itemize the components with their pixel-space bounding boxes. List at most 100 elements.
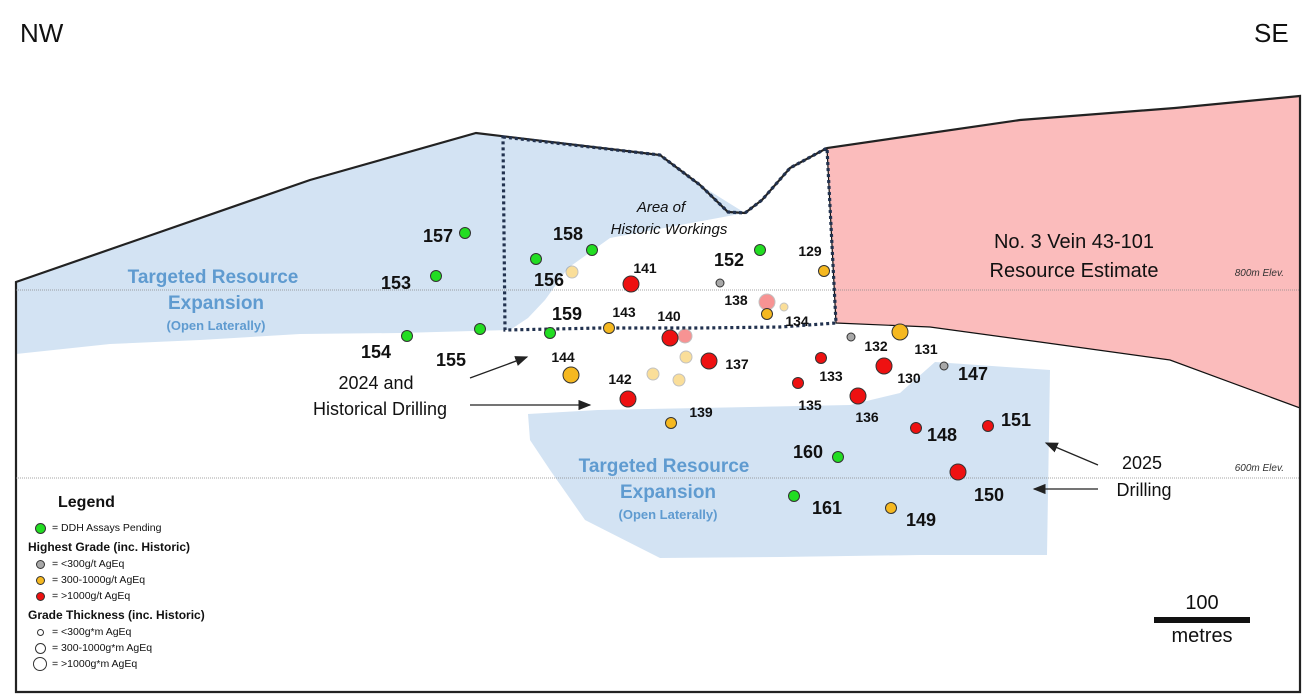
drill-hole-label: 149	[906, 510, 936, 530]
faint-point	[758, 293, 776, 311]
drill-hole-label: 156	[534, 270, 564, 290]
legend-thickness-medium-symbol	[32, 642, 48, 654]
drilling-2025-line1: 2025	[1122, 453, 1162, 473]
faint-point	[565, 265, 579, 279]
drill-hole-marker	[846, 332, 856, 342]
drill-hole-150: 150	[949, 463, 1004, 505]
drill-hole-149: 149	[885, 502, 936, 530]
drill-hole-130: 130	[875, 357, 921, 386]
scale-unit: metres	[1171, 625, 1233, 647]
drill-hole-131: 131	[891, 323, 938, 357]
drill-hole-marker	[700, 352, 718, 370]
drill-hole-142: 142	[608, 371, 637, 408]
legend-thickness-row: = >1000g*m AgEq	[32, 656, 268, 672]
drill-hole-marker	[910, 422, 922, 434]
expansion-lower-line3: (Open Laterally)	[619, 507, 718, 522]
drill-hole-marker	[459, 227, 471, 239]
legend-grade-row: = >1000g/t AgEq	[32, 588, 268, 604]
drill-hole-label: 143	[612, 304, 636, 320]
drill-hole-159: 159	[544, 304, 582, 339]
drill-hole-label: 160	[793, 442, 823, 462]
drill-hole-label: 139	[689, 404, 713, 420]
drill-hole-label: 135	[798, 397, 822, 413]
drill-hole-label: 157	[423, 226, 453, 246]
legend-grade-mid-symbol	[32, 575, 48, 585]
drill-hole-marker	[622, 275, 640, 293]
drill-hole-label: 136	[855, 409, 879, 425]
expansion-lower-line2: Expansion	[620, 482, 716, 503]
drill-hole-label: 152	[714, 250, 744, 270]
drill-hole-marker	[474, 323, 486, 335]
drill-hole-label: 154	[361, 342, 391, 362]
drill-hole-label: 141	[633, 260, 657, 276]
legend-grade-high-symbol	[32, 591, 48, 601]
drill-hole-156: 156	[530, 253, 564, 290]
drill-hole-label: 161	[812, 498, 842, 518]
drill-hole-label: 151	[1001, 410, 1031, 430]
historic-faint-points	[565, 265, 789, 387]
legend-pending-symbol	[32, 522, 48, 534]
drill-hole-148: 148	[910, 422, 957, 445]
expansion-upper-line2: Expansion	[168, 293, 264, 314]
faint-point	[679, 350, 693, 364]
expansion-zone-lower	[528, 362, 1050, 558]
drilling-2025-line2: Drilling	[1116, 480, 1171, 500]
legend-thickness-small-label: = <300g*m AgEq	[52, 626, 132, 638]
drill-hole-133: 133	[815, 352, 843, 384]
legend-grade-low-label: = <300g/t AgEq	[52, 558, 125, 570]
drill-hole-marker	[430, 270, 442, 282]
drill-hole-marker	[401, 330, 413, 342]
drill-hole-marker	[530, 253, 542, 265]
drill-hole-marker	[586, 244, 598, 256]
drilling-2024-line1: 2024 and	[338, 373, 413, 393]
drill-hole-marker	[792, 377, 804, 389]
drill-hole-marker	[875, 357, 893, 375]
drill-hole-160: 160	[793, 442, 844, 463]
historic-workings-boundary	[501, 135, 838, 332]
drill-hole-138: 138	[715, 278, 748, 308]
elevation-label-600: 600m Elev.	[1235, 463, 1284, 474]
drill-hole-label: 144	[551, 349, 575, 365]
drill-hole-label: 150	[974, 485, 1004, 505]
drill-hole-marker	[818, 265, 830, 277]
legend-thickness-small-symbol	[32, 628, 48, 636]
legend-grade-mid-label: = 300-1000g/t AgEq	[52, 574, 146, 586]
drill-hole-132: 132	[846, 332, 888, 354]
drill-hole-135: 135	[792, 377, 822, 413]
legend-thickness-row: = <300g*m AgEq	[32, 624, 268, 640]
drill-hole-161: 161	[788, 490, 842, 518]
legend-grade-high-label: = >1000g/t AgEq	[52, 590, 131, 602]
drill-hole-marker	[544, 327, 556, 339]
drill-hole-marker	[665, 417, 677, 429]
drill-hole-136: 136	[849, 387, 879, 425]
elevation-label-800: 800m Elev.	[1235, 268, 1284, 279]
drill-hole-marker	[982, 420, 994, 432]
drill-hole-marker	[885, 502, 897, 514]
expansion-upper-line1: Targeted Resource	[128, 267, 299, 288]
drill-hole-144: 144	[551, 349, 580, 384]
drill-hole-marker	[715, 278, 725, 288]
drill-hole-152: 152	[714, 244, 766, 270]
drill-hole-140: 140	[657, 308, 681, 347]
drill-hole-137: 137	[700, 352, 749, 372]
expansion-upper-line3: (Open Laterally)	[167, 318, 266, 333]
drill-hole-marker	[939, 361, 949, 371]
drill-hole-153: 153	[381, 270, 442, 293]
legend-thickness-medium-label: = 300-1000g*m AgEq	[52, 642, 153, 654]
drill-hole-label: 155	[436, 350, 466, 370]
compass-nw: NW	[20, 18, 64, 48]
drill-hole-marker	[788, 490, 800, 502]
drill-hole-label: 130	[897, 370, 921, 386]
expansion-zone-upper	[16, 133, 745, 354]
legend-grade-low-symbol	[32, 559, 48, 569]
resource-label-line2: Resource Estimate	[990, 260, 1159, 282]
legend-thickness-heading: Grade Thickness (inc. Historic)	[28, 608, 205, 622]
faint-point	[779, 302, 789, 312]
drill-hole-151: 151	[982, 410, 1031, 432]
drill-hole-label: 137	[725, 356, 749, 372]
drill-hole-147: 147	[939, 361, 988, 384]
drill-hole-marker	[832, 451, 844, 463]
drill-hole-label: 131	[914, 341, 938, 357]
